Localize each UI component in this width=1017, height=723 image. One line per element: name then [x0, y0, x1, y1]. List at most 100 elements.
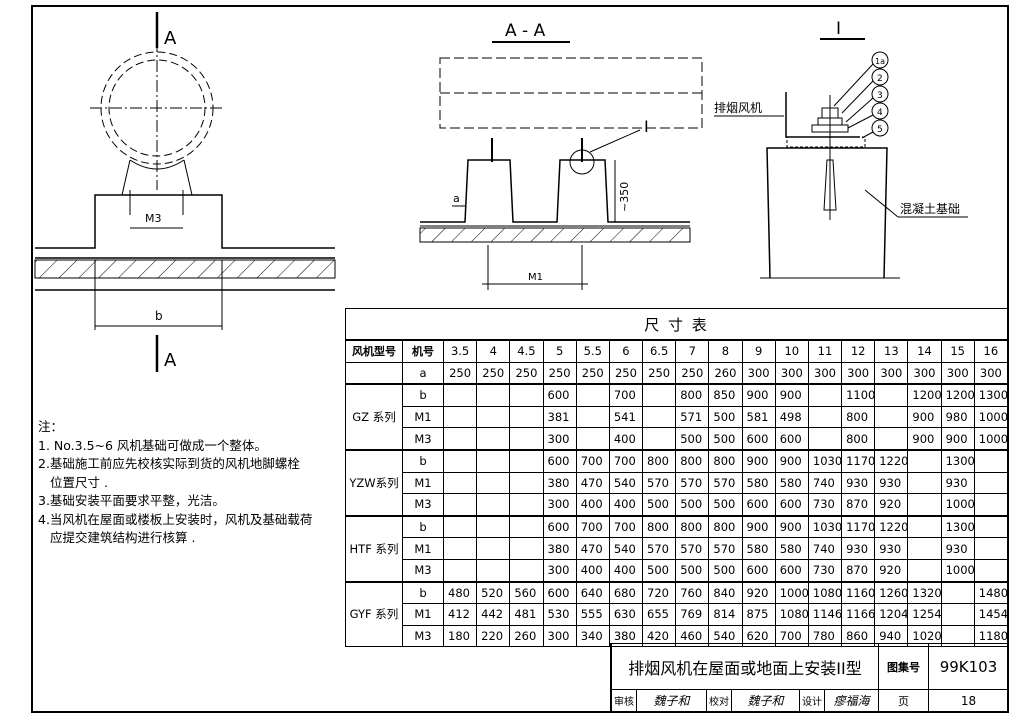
- value-cell: 600: [774, 558, 809, 583]
- floor-slab: [419, 227, 691, 243]
- column-header: 风机型号: [345, 339, 403, 363]
- value-cell: 800: [708, 514, 743, 539]
- value-cell: 500: [642, 558, 677, 583]
- value-cell: 300: [542, 558, 577, 583]
- value-cell: 900: [774, 448, 809, 473]
- column-header: 14: [907, 339, 942, 363]
- section-a-a-view: A - A I a ~350 M1: [419, 21, 703, 290]
- value-cell: 730: [807, 493, 843, 517]
- callout-3: 3: [877, 91, 883, 101]
- value-cell: 870: [841, 493, 876, 517]
- column-header: 5: [542, 339, 577, 363]
- value-cell: 630: [608, 603, 644, 626]
- design-signature: 瘳福海: [824, 689, 879, 712]
- value-cell: 541: [608, 405, 644, 429]
- value-cell: 1260: [874, 580, 909, 605]
- table-title-row: 尺 寸 表: [345, 308, 1008, 341]
- section-mark-label: A: [164, 28, 177, 49]
- value-cell: 1080: [774, 603, 809, 626]
- value-cell: [509, 383, 544, 407]
- review-label: 审核: [611, 689, 637, 712]
- value-cell: 780: [807, 624, 843, 648]
- value-cell: 1166: [841, 603, 876, 626]
- value-cell: [575, 405, 610, 429]
- value-cell: 1480: [973, 580, 1009, 605]
- param-cell: b: [402, 514, 444, 539]
- value-cell: 400: [575, 493, 610, 517]
- column-header: 4: [476, 339, 511, 363]
- value-cell: [973, 448, 1009, 473]
- value-cell: [509, 514, 544, 539]
- param-cell: b: [402, 580, 444, 605]
- series-cell: GYF 系列: [345, 580, 403, 648]
- value-cell: 580: [741, 471, 776, 495]
- value-cell: 769: [675, 603, 710, 626]
- value-cell: 400: [608, 427, 644, 451]
- value-cell: 540: [608, 537, 644, 560]
- column-header: 8: [708, 339, 743, 363]
- value-cell: 800: [841, 405, 876, 429]
- value-cell: 340: [575, 624, 610, 648]
- anchor-bolt: [823, 159, 837, 211]
- value-cell: 930: [940, 471, 975, 495]
- value-cell: [973, 537, 1009, 560]
- value-cell: 900: [774, 514, 809, 539]
- value-cell: [940, 580, 975, 605]
- value-cell: 500: [708, 493, 743, 517]
- value-cell: 1180: [973, 624, 1009, 648]
- height-dimension-label: ~350: [618, 182, 631, 212]
- value-cell: 220: [476, 624, 511, 648]
- column-header: 12: [841, 339, 876, 363]
- detail-title: I: [836, 19, 841, 39]
- value-cell: [476, 514, 511, 539]
- value-cell: [907, 493, 942, 517]
- value-cell: [907, 537, 942, 560]
- page-label: 页: [878, 689, 929, 712]
- param-cell: M3: [402, 493, 444, 517]
- title-block: 排烟风机在屋面或地面上安装II型 图集号 99K103 审核 魏子和 校对 魏子…: [610, 643, 1009, 712]
- value-cell: [442, 448, 478, 473]
- value-cell: 500: [708, 427, 743, 451]
- value-cell: 481: [509, 603, 544, 626]
- value-cell: 1204: [874, 603, 909, 626]
- value-cell: 1220: [874, 448, 909, 473]
- value-cell: 1200: [907, 383, 942, 407]
- value-cell: 580: [741, 537, 776, 560]
- value-cell: 1160: [841, 580, 876, 605]
- value-cell: 581: [741, 405, 776, 429]
- column-header: 10: [774, 339, 809, 363]
- value-cell: 500: [675, 558, 710, 583]
- value-cell: 800: [642, 448, 677, 473]
- value-cell: 700: [575, 448, 610, 473]
- pedestals: [420, 159, 690, 223]
- value-cell: 300: [874, 361, 909, 385]
- value-cell: 920: [874, 493, 909, 517]
- series-cell: HTF 系列: [345, 514, 403, 583]
- value-cell: [476, 383, 511, 407]
- callout-2: 2: [877, 74, 883, 84]
- value-cell: 1000: [973, 427, 1009, 451]
- value-cell: 800: [708, 448, 743, 473]
- value-cell: 900: [940, 427, 975, 451]
- value-cell: 500: [708, 405, 743, 429]
- value-cell: 740: [807, 537, 843, 560]
- value-cell: 250: [476, 361, 511, 385]
- value-cell: [509, 448, 544, 473]
- column-header: 3.5: [442, 339, 478, 363]
- design-label: 设计: [799, 689, 825, 712]
- value-cell: 1000: [774, 580, 809, 605]
- value-cell: 555: [575, 603, 610, 626]
- value-cell: 300: [774, 361, 809, 385]
- column-header: 4.5: [509, 339, 544, 363]
- value-cell: 930: [841, 537, 876, 560]
- column-header: 机号: [402, 339, 444, 363]
- note-1: 1. No.3.5~6 风机基础可做成一个整体。: [38, 437, 267, 453]
- atlas-label: 图集号: [878, 643, 929, 690]
- value-cell: 300: [940, 361, 975, 385]
- value-cell: 600: [542, 448, 577, 473]
